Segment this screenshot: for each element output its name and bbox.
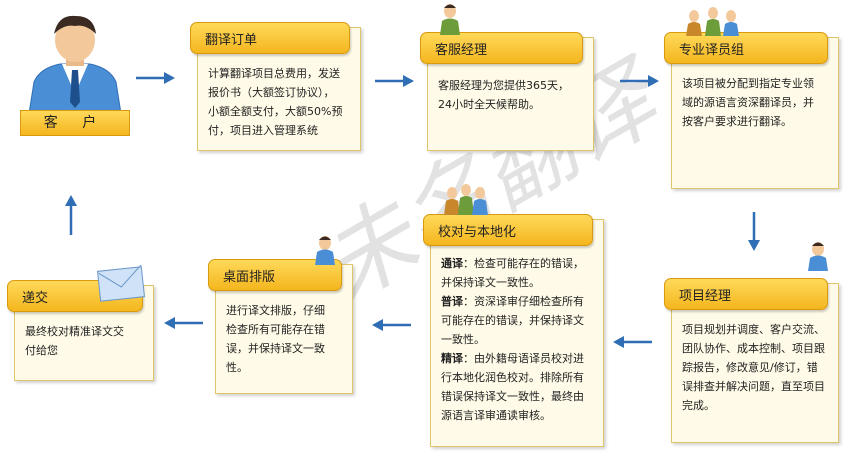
card-order-line: 付，项目进入管理系统 bbox=[208, 124, 318, 137]
proof-p2-text: ：资深译审仔细检查所有 bbox=[463, 295, 584, 308]
card-pm-line: 踪报告，修改意见/修订，错 bbox=[682, 361, 818, 374]
card-dtp-line: 进行译文排版，仔细 bbox=[226, 304, 325, 317]
proof-p2-line: 一致性。 bbox=[441, 333, 485, 346]
card-order-line: 报价书（大额签订协议）， bbox=[208, 86, 335, 99]
arrow-right-icon bbox=[620, 75, 659, 87]
card-delivery-title: 递交 bbox=[22, 291, 49, 306]
card-service-body: 客服经理为您提供365天， 24小时全天候帮助。 bbox=[438, 76, 585, 114]
person-icon bbox=[315, 236, 335, 265]
card-team-line: 该项目被分配到指定专业领 bbox=[682, 77, 814, 90]
card-delivery: 递交 最终校对精准译文交 付给您 bbox=[7, 280, 154, 381]
card-pm: 项目经理 项目规划并调度、客户交流、 团队协作、成本控制、项目跟 踪报告，修改意… bbox=[664, 278, 839, 443]
proof-p2-label: 普译 bbox=[441, 295, 463, 308]
proof-p1-text: ：检查可能存在的错误， bbox=[463, 257, 584, 270]
card-order-title: 翻译订单 bbox=[205, 33, 258, 48]
proof-p3-text: ：由外籍母语译员校对进 bbox=[463, 352, 584, 365]
arrow-up-icon bbox=[65, 195, 77, 235]
arrow-down-icon bbox=[748, 212, 760, 251]
people-group-icon bbox=[444, 184, 488, 215]
card-delivery-line: 付给您 bbox=[25, 344, 58, 357]
card-order-header: 翻译订单 bbox=[190, 22, 350, 54]
card-pm-line: 误排查并解决问题，直至项目 bbox=[682, 380, 825, 393]
card-team-header: 专业译员组 bbox=[664, 32, 828, 64]
proof-p3-label: 精译 bbox=[441, 352, 463, 365]
customer-label: 客 户 bbox=[20, 110, 130, 136]
card-team-title: 专业译员组 bbox=[679, 43, 745, 58]
card-team-body: 该项目被分配到指定专业领 域的源语言资深翻译员，并 按客户要求进行翻译。 bbox=[682, 74, 830, 131]
proof-p2-line: 可能存在的错误，并保持译文 bbox=[441, 314, 584, 327]
card-delivery-body: 最终校对精准译文交 付给您 bbox=[25, 322, 145, 360]
card-dtp-title: 桌面排版 bbox=[223, 270, 276, 285]
arrow-left-icon bbox=[164, 317, 203, 329]
envelope-icon bbox=[97, 265, 145, 302]
card-service-header: 客服经理 bbox=[420, 32, 583, 64]
card-order: 翻译订单 计算翻译项目总费用，发送 报价书（大额签订协议）， 小额全额支付，大额… bbox=[190, 22, 361, 151]
card-order-line: 计算翻译项目总费用，发送 bbox=[208, 67, 340, 80]
people-group-icon bbox=[686, 7, 739, 36]
card-dtp-line: 性。 bbox=[226, 361, 248, 374]
card-proof-title: 校对与本地化 bbox=[438, 225, 517, 240]
proof-p3-line: 精译：由外籍母语译员校对进 bbox=[441, 349, 595, 368]
proof-p1-label: 通译 bbox=[441, 257, 463, 270]
customer-figure bbox=[20, 10, 130, 135]
card-team: 专业译员组 该项目被分配到指定专业领 域的源语言资深翻译员，并 按客户要求进行翻… bbox=[664, 32, 839, 189]
card-pm-line: 团队协作、成本控制、项目跟 bbox=[682, 342, 825, 355]
proof-p3-line: 行本地化润色校对。排除所有 bbox=[441, 371, 584, 384]
proof-p1-line: 并保持译文一致性。 bbox=[441, 276, 540, 289]
card-delivery-line: 最终校对精准译文交 bbox=[25, 325, 124, 338]
card-pm-body: 项目规划并调度、客户交流、 团队协作、成本控制、项目跟 踪报告，修改意见/修订，… bbox=[682, 320, 830, 415]
card-team-line: 按客户要求进行翻译。 bbox=[682, 115, 792, 128]
card-proof-header: 校对与本地化 bbox=[423, 214, 593, 246]
proof-p2-line: 普译：资深译审仔细检查所有 bbox=[441, 292, 595, 311]
card-service-line: 客服经理为您提供365天， bbox=[438, 79, 569, 92]
card-proof-body: 通译：检查可能存在的错误， 并保持译文一致性。 普译：资深译审仔细检查所有 可能… bbox=[441, 254, 595, 425]
proof-p1-line: 通译：检查可能存在的错误， bbox=[441, 254, 595, 273]
card-team-line: 域的源语言资深翻译员，并 bbox=[682, 96, 814, 109]
card-dtp: 桌面排版 进行译文排版，仔细 检查所有可能存在错 误，并保持译文一致 性。 bbox=[208, 259, 353, 394]
card-pm-header: 项目经理 bbox=[664, 278, 828, 310]
card-proof: 校对与本地化 通译：检查可能存在的错误， 并保持译文一致性。 普译：资深译审仔细… bbox=[423, 214, 604, 447]
arrow-left-icon bbox=[372, 319, 411, 331]
customer-avatar-icon bbox=[27, 15, 123, 121]
card-pm-line: 项目规划并调度、客户交流、 bbox=[682, 323, 825, 336]
card-order-body: 计算翻译项目总费用，发送 报价书（大额签订协议）， 小额全额支付，大额50%预 … bbox=[208, 64, 352, 140]
person-icon bbox=[440, 4, 460, 35]
card-order-line: 小额全额支付，大额50%预 bbox=[208, 105, 343, 118]
card-delivery-header: 递交 bbox=[7, 280, 143, 312]
arrow-right-icon bbox=[375, 75, 414, 87]
card-dtp-body: 进行译文排版，仔细 检查所有可能存在错 误，并保持译文一致 性。 bbox=[226, 301, 344, 377]
card-service: 客服经理 客服经理为您提供365天， 24小时全天候帮助。 bbox=[420, 32, 594, 151]
card-pm-line: 完成。 bbox=[682, 399, 715, 412]
card-service-line: 24小时全天候帮助。 bbox=[438, 98, 540, 111]
card-service-title: 客服经理 bbox=[435, 43, 488, 58]
proof-p3-line: 源语言译审通读审核。 bbox=[441, 409, 551, 422]
card-dtp-line: 检查所有可能存在错 bbox=[226, 323, 325, 336]
card-pm-title: 项目经理 bbox=[679, 289, 732, 304]
card-dtp-line: 误，并保持译文一致 bbox=[226, 342, 325, 355]
arrow-right-icon bbox=[136, 72, 175, 84]
person-icon bbox=[808, 242, 828, 271]
proof-p3-line: 错误保持译文一致性，最终由 bbox=[441, 390, 584, 403]
arrow-left-icon bbox=[613, 336, 652, 348]
